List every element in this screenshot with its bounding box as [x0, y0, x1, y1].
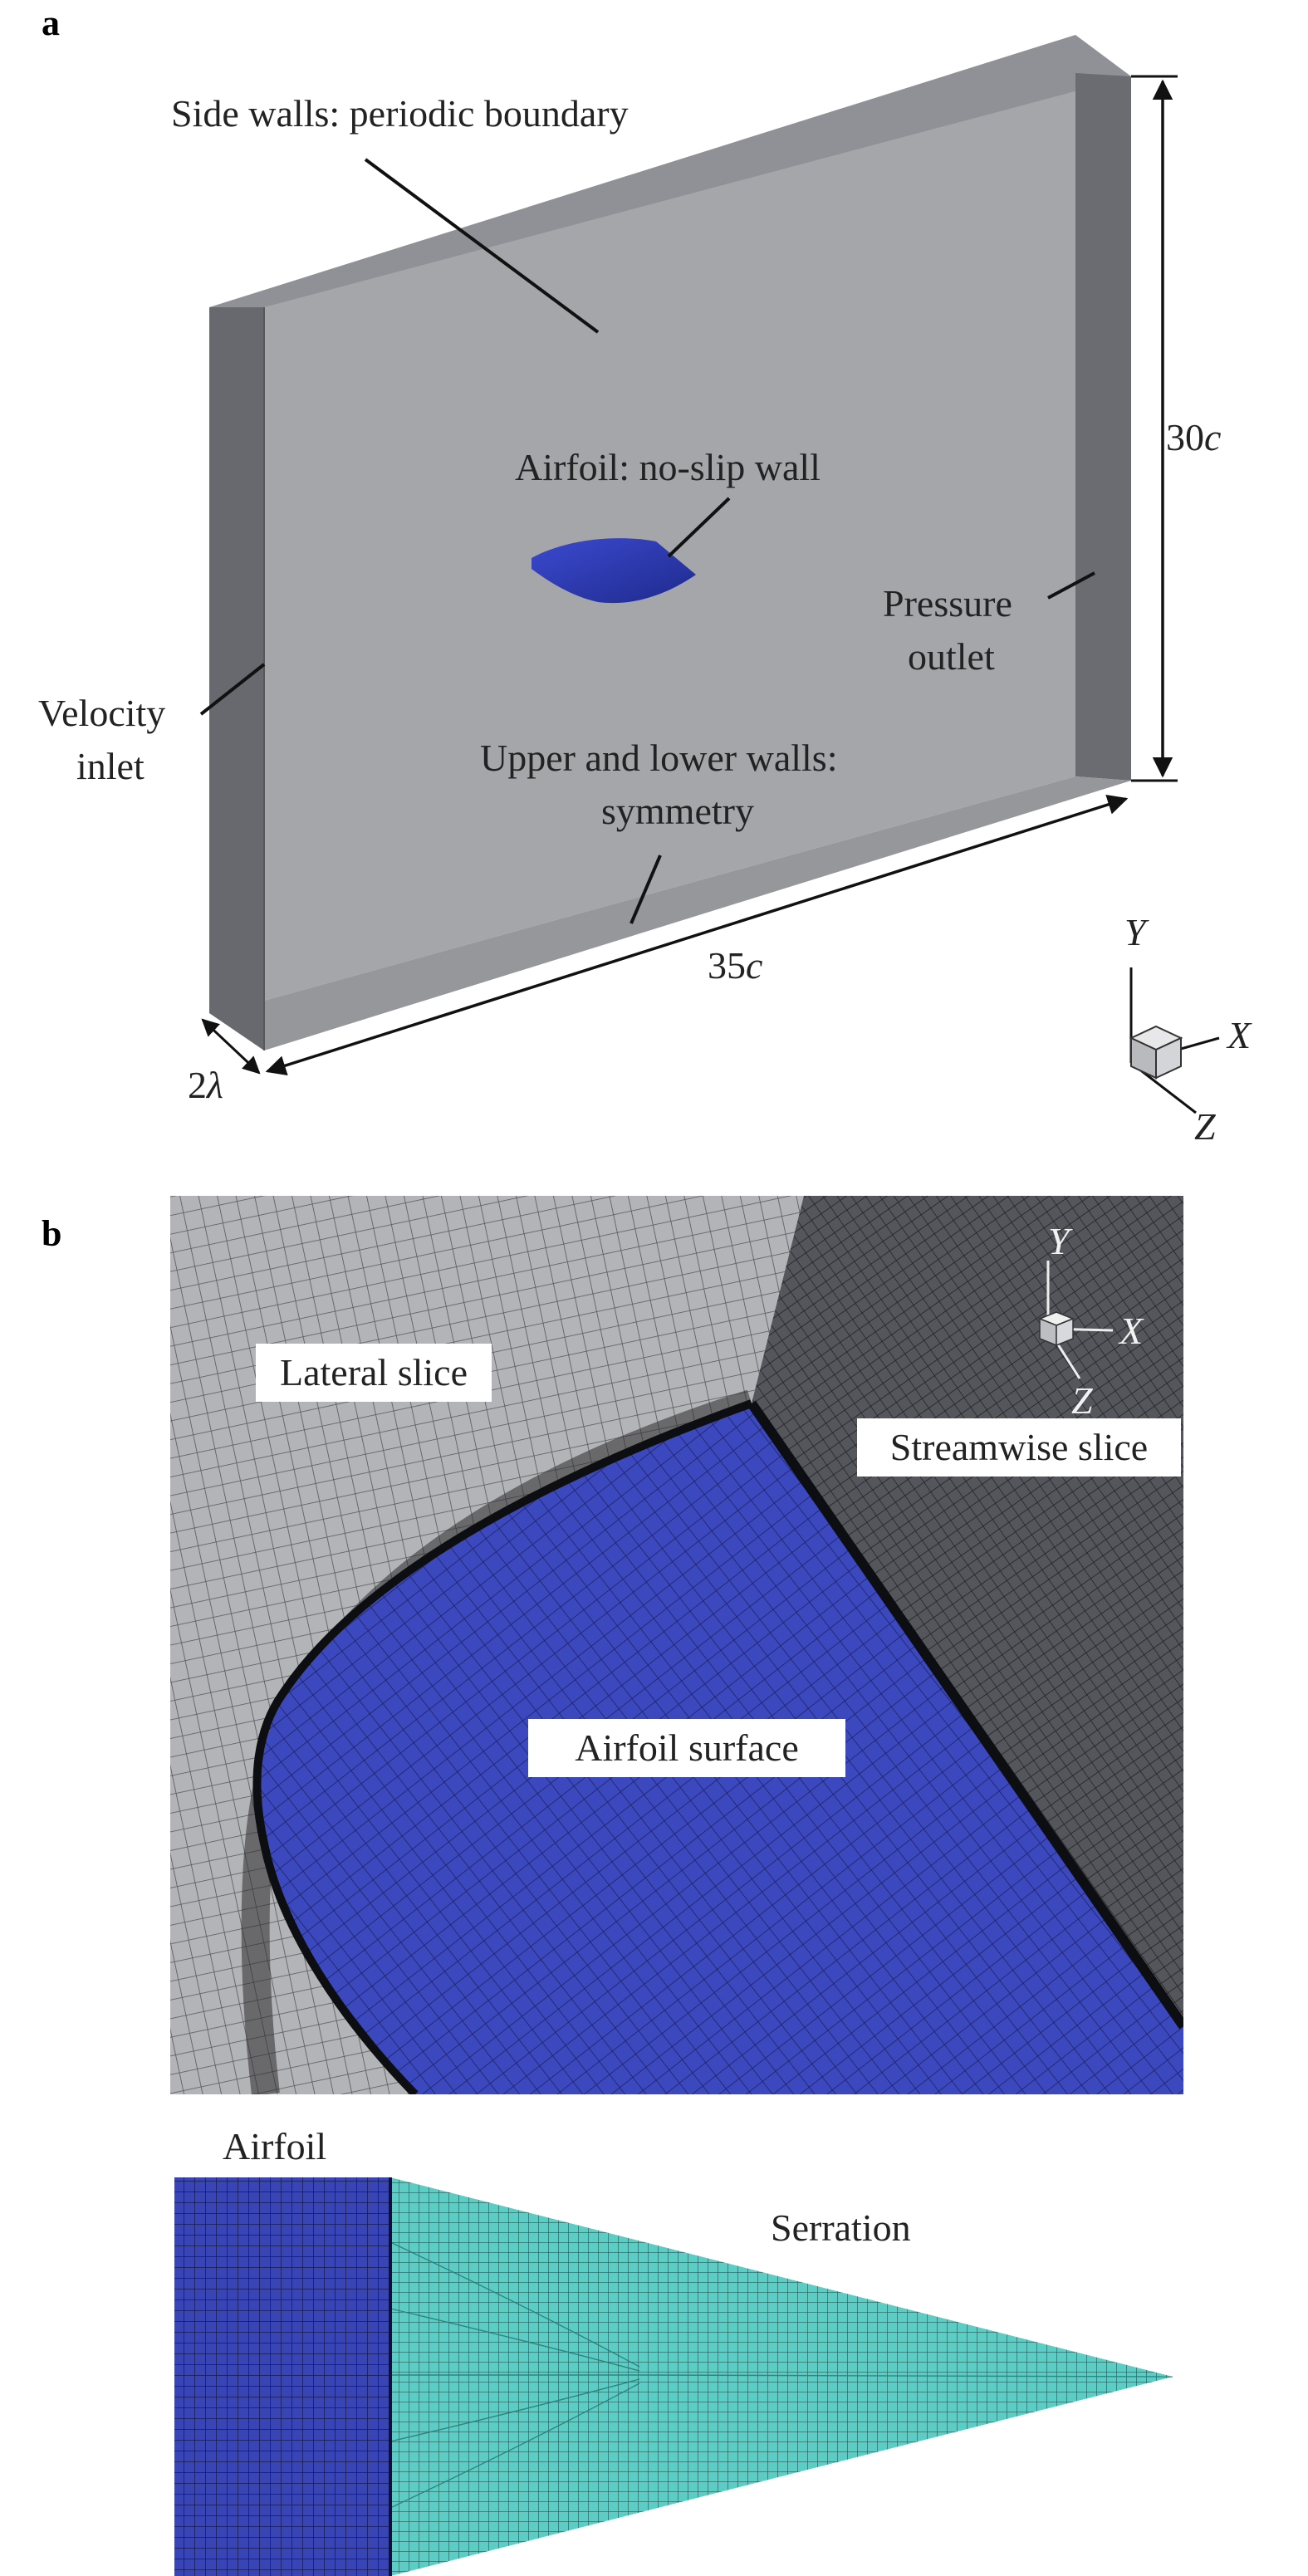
panel-b: b Lateral slice Streamwise slice Airfoil… — [42, 1196, 1183, 2576]
domain-outlet-face — [1075, 73, 1131, 781]
axis-triad-b: Y X Z — [1037, 1220, 1144, 1422]
label-serration: Serration — [771, 2206, 911, 2249]
panel-a-letter: a — [42, 2, 60, 43]
axis-y-label-a: Y — [1124, 911, 1149, 953]
label-airfoil-wall: Airfoil: no-slip wall — [515, 446, 821, 488]
serration-view — [174, 2177, 1173, 2576]
axis-y-label-b: Y — [1048, 1220, 1073, 1262]
panel-a: a Side walls: periodic boundary Airfoil:… — [38, 2, 1252, 1148]
svg-text:2λ: 2λ — [188, 1064, 223, 1106]
domain-inlet-face — [209, 307, 264, 1050]
axis-x-label-a: X — [1226, 1014, 1252, 1056]
panel-b-letter: b — [42, 1213, 61, 1254]
label-pressure-outlet-line2: outlet — [908, 635, 995, 678]
label-airfoil: Airfoil — [223, 2125, 326, 2167]
height-variable: c — [1204, 416, 1221, 458]
mesh-view — [170, 1196, 1183, 2094]
label-upper-lower-line2: symmetry — [601, 790, 754, 832]
dimension-span: 2λ — [188, 1018, 261, 1106]
axis-x-label-b: X — [1118, 1310, 1144, 1352]
length-variable: c — [746, 944, 762, 987]
svg-text:Airfoil surface: Airfoil surface — [575, 1726, 799, 1769]
axis-z-label-b: Z — [1071, 1379, 1093, 1422]
svg-text:30c: 30c — [1166, 416, 1221, 458]
svg-text:35c: 35c — [708, 944, 762, 987]
axis-z-label-a: Z — [1194, 1105, 1216, 1148]
dimension-length: 35c — [265, 794, 1129, 1076]
dimension-height: 30c — [1131, 75, 1221, 782]
domain-box — [209, 35, 1131, 1050]
height-number: 30 — [1166, 416, 1204, 458]
label-velocity-inlet-line2: inlet — [76, 745, 145, 787]
streamwise-slice-label: Streamwise slice — [857, 1418, 1181, 1477]
serration-mesh — [390, 2177, 1173, 2576]
domain-side-wall-face — [264, 73, 1075, 1001]
label-side-walls: Side walls: periodic boundary — [171, 92, 629, 135]
airfoil-leader — [667, 497, 731, 558]
label-upper-lower-line1: Upper and lower walls: — [480, 737, 838, 779]
span-variable: λ — [205, 1064, 223, 1106]
svg-text:Lateral slice: Lateral slice — [280, 1351, 468, 1393]
label-velocity-inlet-line1: Velocity — [38, 692, 165, 734]
domain-top-wall — [209, 35, 1131, 307]
lateral-slice-label: Lateral slice — [256, 1344, 492, 1402]
axis-triad-a: Y X Z — [1124, 911, 1252, 1148]
svg-text:Streamwise slice: Streamwise slice — [890, 1426, 1148, 1468]
span-number: 2 — [188, 1064, 207, 1106]
outlet-leader — [1047, 571, 1095, 600]
airfoil-surface-label: Airfoil surface — [528, 1719, 845, 1777]
label-pressure-outlet-line1: Pressure — [883, 582, 1012, 624]
length-number: 35 — [708, 944, 746, 987]
inlet-leader — [199, 663, 266, 716]
side-walls-leader — [364, 158, 600, 334]
airfoil-mesh-block — [174, 2177, 390, 2576]
airfoil-shape — [532, 538, 696, 604]
